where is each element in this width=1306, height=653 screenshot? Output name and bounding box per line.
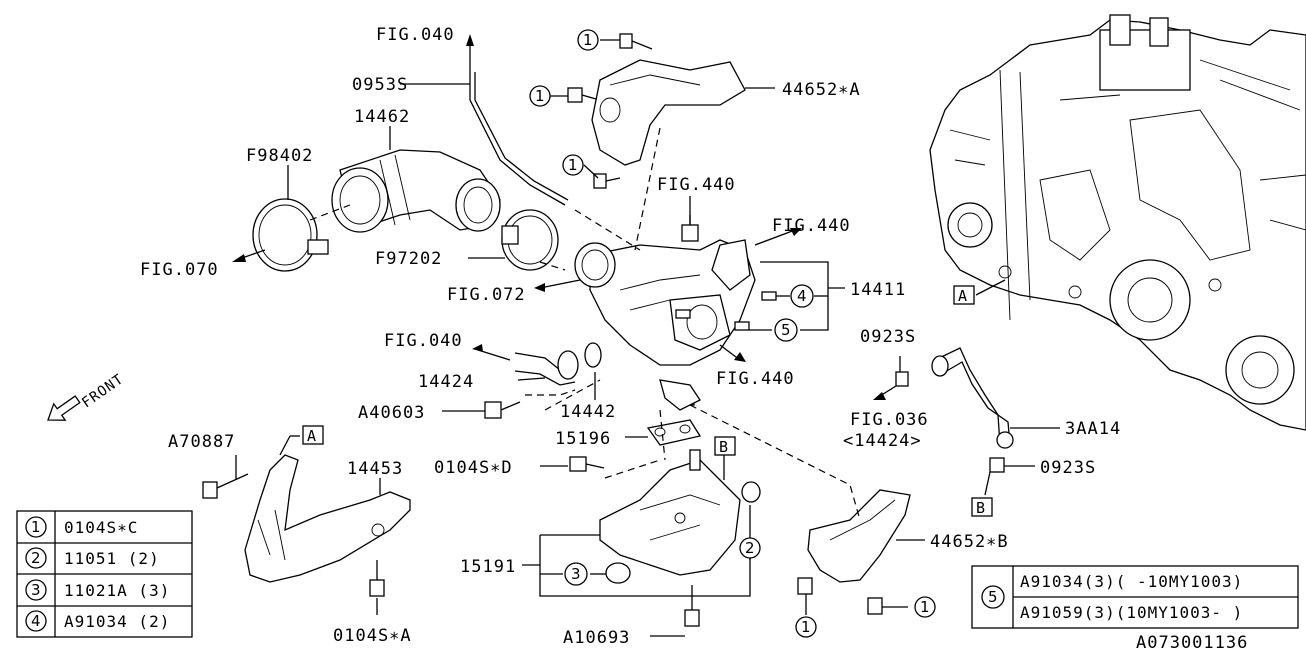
label-f97202: F97202 [375, 249, 442, 269]
label-fig040-top: FIG.040 [376, 25, 455, 45]
label-0953s: 0953S [352, 75, 408, 95]
bracket-14453 [244, 454, 411, 583]
label-14453: 14453 [347, 459, 403, 479]
label-0923s-top: 0923S [860, 327, 916, 347]
callout-2: 2 [745, 539, 755, 557]
label-f98402: F98402 [246, 146, 313, 166]
ref-box-b-right: B [976, 499, 986, 517]
legend-row-3-num: 3 [31, 581, 41, 599]
label-fig040-mid: FIG.040 [384, 331, 463, 351]
label-0104sa: 0104S∗A [333, 626, 412, 646]
oil-pipe [514, 342, 702, 446]
label-15196: 15196 [555, 429, 611, 449]
dashed-guides [309, 127, 861, 521]
legend-row-1-part: 0104S∗C [64, 518, 138, 537]
hose-3aa14 [931, 347, 1014, 449]
catalog-number: A073001136 [1136, 633, 1248, 653]
front-arrow [47, 395, 81, 421]
label-14462: 14462 [354, 107, 410, 127]
label-44652b: 44652∗B [930, 532, 1009, 552]
intake-duct [252, 149, 559, 272]
label-0923s-bottom: 0923S [1040, 458, 1096, 478]
ref-box-b-center: B [719, 438, 729, 456]
legend-table-right: 5 A91034(3)( -10MY1003) A91059(3)(10MY10… [971, 565, 1299, 629]
callout-4: 4 [797, 287, 807, 305]
legend-row-2-num: 2 [31, 549, 41, 567]
callout-1-mid: 1 [535, 87, 545, 105]
label-15191: 15191 [460, 557, 516, 577]
callout-1-bl: 1 [801, 618, 811, 636]
label-fig440-right: FIG.440 [772, 216, 851, 236]
reference-boxes [302, 285, 993, 517]
bolts [202, 33, 1005, 627]
label-fig440-top: FIG.440 [657, 175, 736, 195]
legend-right-num: 5 [988, 588, 998, 606]
label-0104sd: 0104S∗D [434, 458, 513, 478]
legend-row-3-part: 11021A (3) [64, 581, 170, 600]
legend-right-row-2: A91059(3)(10MY1003- ) [1020, 603, 1243, 622]
hose-0953s [469, 72, 566, 206]
legend-row-2-part: 11051 (2) [64, 549, 160, 568]
callout-3: 3 [571, 565, 581, 583]
label-front: FRONT [79, 371, 127, 411]
label-44652a: 44652∗A [782, 80, 861, 100]
part-labels: FIG.040 0953S 14462 F98402 FIG.070 F9720… [79, 25, 1248, 653]
legend-right-row-1: A91034(3)( -10MY1003) [1020, 572, 1243, 591]
label-3aa14: 3AA14 [1065, 419, 1121, 439]
legend-row-4-num: 4 [31, 612, 41, 630]
ref-box-a-left: A [307, 427, 317, 445]
label-14411: 14411 [850, 280, 906, 300]
callout-numbers: 1 1 1 4 5 2 3 1 1 [535, 31, 930, 636]
label-a10693: A10693 [563, 628, 630, 648]
callout-1-br: 1 [920, 598, 930, 616]
heat-shield-upper [591, 59, 746, 166]
callout-1-low: 1 [568, 156, 578, 174]
bracket-15191 [599, 449, 761, 584]
legend-row-1-num: 1 [31, 518, 41, 536]
engine-block [929, 14, 1306, 431]
callout-circles [529, 29, 936, 638]
callout-1-top: 1 [583, 31, 593, 49]
label-14424: 14424 [418, 372, 474, 392]
label-fig036: FIG.036 [850, 410, 929, 430]
callout-5: 5 [781, 321, 791, 339]
label-fig440-bottom: FIG.440 [716, 369, 795, 389]
label-14442: 14442 [560, 402, 616, 422]
label-fig070: FIG.070 [140, 260, 219, 280]
label-fig072: FIG.072 [447, 285, 526, 305]
heat-shield-lower [807, 489, 911, 583]
ref-box-a-right: A [958, 287, 968, 305]
label-fig036-sub: <14424> [843, 431, 922, 451]
legend-table-left: 1 2 3 4 0104S∗C 11051 (2) 11021A (3) A91… [16, 510, 193, 638]
label-a40603: A40603 [358, 403, 425, 423]
label-a70887: A70887 [168, 432, 235, 452]
legend-row-4-part: A91034 (2) [64, 612, 170, 631]
turbocharger [574, 239, 777, 411]
